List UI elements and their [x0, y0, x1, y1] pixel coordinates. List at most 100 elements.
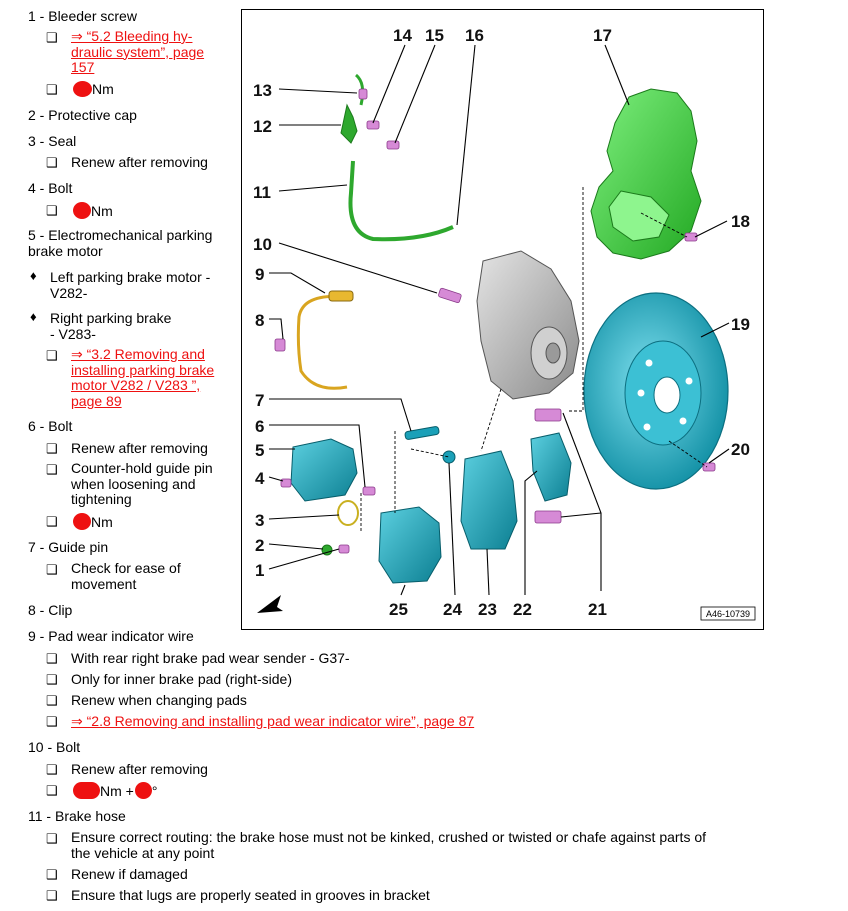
checkbox-icon: ❑ — [46, 867, 58, 882]
note-text: Ensure that lugs are properly seated in … — [71, 887, 430, 903]
callout-13: 13 — [253, 81, 272, 100]
bolt-18 — [684, 232, 698, 242]
bolt-10 — [438, 287, 462, 304]
item-4-title: 4 - Bolt — [28, 180, 73, 196]
figure-code: A46-10739 — [706, 609, 750, 619]
direction-arrow-icon — [257, 595, 283, 613]
caliper-carrier — [460, 450, 518, 550]
item-7-title: 7 - Guide pin — [28, 539, 109, 555]
checkbox-icon: ❑ — [46, 783, 58, 798]
checkbox-icon: ❑ — [46, 203, 58, 218]
bolt-4 — [280, 478, 292, 488]
caliper-housing — [378, 506, 442, 584]
item-2-title: 2 - Protective cap — [28, 107, 137, 123]
redacted-value — [73, 782, 100, 799]
note-text: Only for inner brake pad (right-side) — [71, 671, 292, 687]
callout-2: 2 — [255, 536, 264, 555]
checkbox-icon: ❑ — [46, 672, 58, 687]
protective-cap — [321, 544, 333, 556]
unit-nm: Nm — [91, 514, 113, 530]
link-pad-wear-wire[interactable]: ⇒ “2.8 Removing and installing pad wear … — [71, 713, 475, 729]
callout-3: 3 — [255, 511, 264, 530]
unit-degree: ° — [151, 783, 158, 799]
checkbox-icon: ❑ — [46, 714, 58, 729]
exploded-view-figure: 13 12 11 10 9 8 7 6 5 4 3 2 1 14 15 16 1… — [241, 9, 764, 630]
right-motor-text: Right parking brake- V283- — [50, 310, 172, 342]
link-bleeding[interactable]: ⇒ “5.2 Bleeding hy-draulic system”, page… — [71, 28, 205, 75]
note-text: Renew when changing pads — [71, 692, 247, 708]
redacted-value — [134, 782, 152, 799]
callout-4: 4 — [255, 469, 265, 488]
callout-16: 16 — [465, 26, 484, 45]
callout-19: 19 — [731, 315, 750, 334]
note-text: Renew after removing — [71, 761, 208, 777]
guide-pin-cap — [442, 450, 456, 464]
checkbox-icon: ❑ — [46, 155, 58, 170]
callout-7: 7 — [255, 391, 264, 410]
checkbox-icon: ❑ — [46, 831, 58, 846]
pad-clip-upper — [534, 408, 562, 422]
unit-nm: Nm — [92, 81, 114, 97]
dust-shield-opening — [608, 190, 670, 242]
callout-20: 20 — [731, 440, 750, 459]
callout-10: 10 — [253, 235, 272, 254]
callout-6: 6 — [255, 417, 264, 436]
callout-25: 25 — [389, 600, 408, 619]
item-6-title: 6 - Bolt — [28, 418, 73, 434]
checkbox-icon: ❑ — [46, 462, 58, 477]
callout-21: 21 — [588, 600, 607, 619]
note-text: Ensure correct routing: the brake hose m… — [71, 829, 707, 861]
note-text: Renew after removing — [71, 154, 208, 170]
item-3-title: 3 - Seal — [28, 133, 77, 149]
unit-nm: Nm — [91, 203, 113, 219]
clip-13 — [358, 88, 368, 100]
clip-8 — [274, 338, 286, 352]
item-9-title: 9 - Pad wear indicator wire — [28, 628, 194, 644]
diamond-icon: ♦ — [30, 268, 37, 283]
item-11-title: 11 - Brake hose — [28, 808, 126, 824]
brake-pad-inner — [530, 432, 572, 502]
left-motor-text: Left parking brake motor -V282- — [50, 269, 211, 301]
brake-disc-hub-hole — [653, 376, 681, 414]
wheel-bearing-housing — [476, 250, 580, 400]
item-8-title: 8 - Clip — [28, 602, 73, 618]
redacted-value — [73, 81, 92, 97]
checkbox-icon: ❑ — [46, 762, 58, 777]
callout-24: 24 — [443, 600, 462, 619]
callout-8: 8 — [255, 311, 264, 330]
callout-14: 14 — [393, 26, 412, 45]
checkbox-icon: ❑ — [46, 651, 58, 666]
guide-pin — [404, 426, 440, 440]
checkbox-icon: ❑ — [46, 693, 58, 708]
clip-15 — [386, 140, 400, 150]
checkbox-icon: ❑ — [46, 348, 58, 363]
callout-1: 1 — [255, 561, 264, 580]
checkbox-icon: ❑ — [46, 441, 58, 456]
bolt-20 — [702, 462, 716, 472]
redacted-value — [73, 513, 91, 530]
item-1-title: 1 - Bleeder screw — [28, 8, 137, 24]
pad-clip-lower — [534, 510, 562, 524]
seal — [337, 500, 359, 526]
brake-hose — [348, 160, 454, 242]
callout-11: 11 — [253, 183, 271, 202]
bleeder-screw — [338, 544, 350, 554]
checkbox-icon: ❑ — [46, 562, 58, 577]
checkbox-icon: ❑ — [46, 888, 58, 903]
callout-9: 9 — [255, 265, 264, 284]
note-text: Renew after removing — [71, 440, 208, 456]
brake-diagram: 13 12 11 10 9 8 7 6 5 4 3 2 1 14 15 16 1… — [253, 26, 756, 621]
callout-15: 15 — [425, 26, 444, 45]
redacted-value — [73, 202, 91, 219]
diamond-icon: ♦ — [30, 309, 37, 324]
checkbox-icon: ❑ — [46, 30, 58, 45]
callout-12: 12 — [253, 117, 272, 136]
callout-18: 18 — [731, 212, 750, 231]
note-text: With rear right brake pad wear sender - … — [71, 650, 350, 666]
callout-23: 23 — [478, 600, 497, 619]
pad-wear-indicator-wire — [296, 294, 348, 390]
